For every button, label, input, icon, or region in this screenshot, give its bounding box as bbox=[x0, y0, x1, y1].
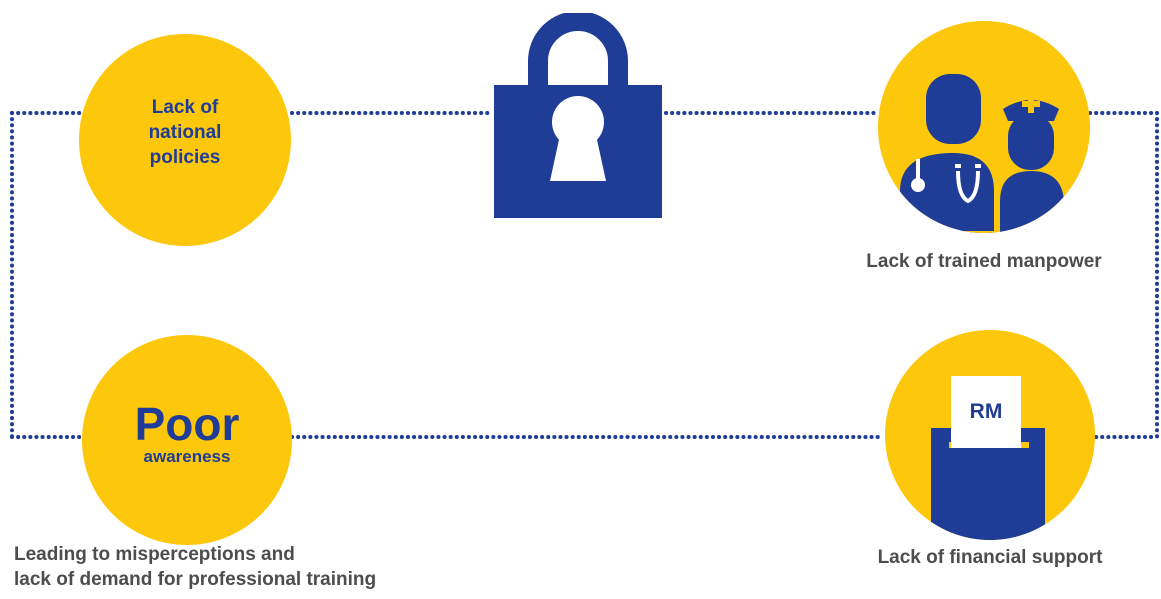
national-policies-text: Lack of national policies bbox=[148, 96, 222, 168]
manpower-label: Lack of trained manpower bbox=[866, 251, 1102, 272]
awareness-title: Poor bbox=[134, 398, 240, 450]
doctor-and-nurse-icon bbox=[896, 74, 1064, 233]
awareness-caption-line2: lack of demand for professional training bbox=[14, 569, 377, 590]
awareness-text-group: Poor awareness bbox=[82, 335, 292, 539]
financial-circle: RM bbox=[885, 330, 1095, 540]
financial-note-text: RM bbox=[969, 400, 1003, 423]
ballot-box-icon bbox=[931, 376, 1045, 540]
awareness-caption-line1: Leading to misperceptions and bbox=[14, 544, 295, 565]
national-policies-circle: Lack of national policies bbox=[79, 34, 291, 246]
keyhole-padlock-icon bbox=[494, 13, 662, 218]
awareness-subtitle: awareness bbox=[143, 447, 231, 466]
financial-label: Lack of financial support bbox=[877, 547, 1103, 568]
manpower-circle bbox=[878, 21, 1090, 233]
awareness-circle: Poor awareness bbox=[82, 335, 292, 545]
